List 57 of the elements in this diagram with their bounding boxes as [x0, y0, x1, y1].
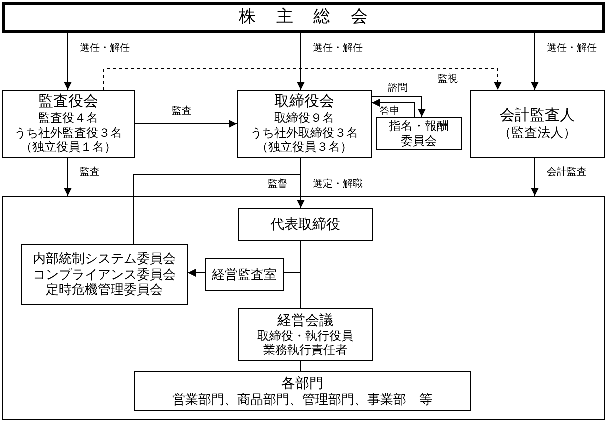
detail-text: 監査役４名 [38, 111, 98, 126]
arrow [372, 99, 416, 118]
edge-label: 答申 [380, 106, 400, 118]
heading: 経営会議 [278, 312, 334, 328]
meeting-box [2, 2, 605, 33]
arrow [297, 32, 305, 90]
organization-box [21, 244, 188, 305]
arrow [372, 96, 426, 118]
connector-line [284, 240, 302, 274]
heading: 経営監査室 [212, 266, 277, 282]
detail-text: （独立役員３名） [256, 140, 352, 155]
edge-label: 監督 [268, 179, 288, 191]
organization-box [238, 308, 373, 361]
organization-box [134, 371, 471, 411]
arrow [531, 158, 539, 196]
detail-text: （監査法人） [498, 125, 576, 141]
detail-text: 業務執行責任者 [264, 342, 348, 358]
organization-box [205, 258, 284, 291]
organization-box [237, 90, 372, 158]
organization-box [376, 117, 462, 150]
arrow [64, 158, 72, 196]
arrow [531, 32, 539, 90]
arrow [104, 68, 502, 90]
heading: 監査役会 [38, 93, 98, 112]
edge-label: 選任・解任 [313, 43, 363, 55]
frame-box [2, 196, 605, 420]
arrow [134, 120, 238, 128]
heading: 取締役会 [274, 93, 334, 112]
detail-text: うち社外監査役３名 [14, 126, 122, 140]
heading: 内部統制システム委員会 [33, 251, 176, 267]
connector-line [300, 360, 302, 372]
heading: 代表取締役 [270, 216, 340, 233]
detail-text: コンプライアンス委員会 [33, 266, 176, 282]
edge-label: 監査 [80, 167, 100, 179]
organization-box [238, 208, 373, 241]
detail-text: 取締役・執行役員 [258, 328, 354, 343]
heading: 指名・報酬委員会 [389, 119, 449, 148]
edge-label: 選任・解任 [547, 43, 597, 55]
edge-label: 会計監査 [547, 167, 587, 179]
heading: 各部門 [282, 374, 324, 392]
edge-label: 監査 [172, 106, 192, 118]
detail-text: うち社外取締役３名 [250, 126, 358, 140]
organization-box [470, 90, 605, 158]
edge-label: 諮問 [388, 83, 408, 95]
connector-line [134, 158, 302, 244]
detail-text: 営業部門、商品部門、管理部門、事業部 等 [172, 392, 432, 408]
heading: 会計監査人 [500, 107, 575, 126]
heading: 株主総会 [238, 7, 388, 28]
detail-text: 取締役９名 [274, 111, 334, 126]
edge-label: 選任・解任 [80, 43, 130, 55]
arrow [188, 269, 206, 277]
organization-box [2, 90, 135, 158]
detail-text: （独立役員１名） [20, 140, 116, 155]
edge-label: 選定・解職 [313, 179, 363, 191]
arrow [64, 32, 72, 90]
edge-label: 監視 [438, 74, 458, 86]
detail-text: 定時危機管理委員会 [46, 282, 163, 298]
